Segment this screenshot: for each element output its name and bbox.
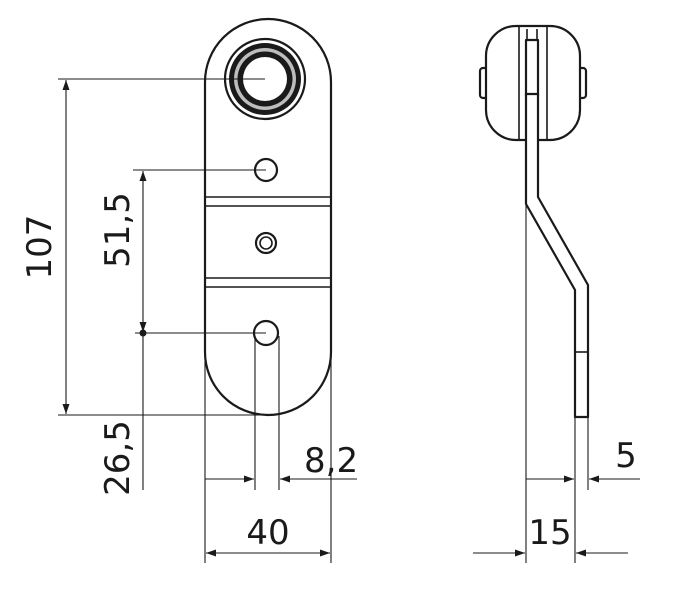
dim-label-bottom-hole-offset: 26,5	[98, 420, 138, 496]
dim-label-hole-spacing: 51,5	[98, 192, 138, 268]
side-bracket-strip	[524, 92, 590, 419]
dim-label-overall-height: 107	[20, 215, 60, 280]
front-dimensions: 107 51,5 26,5 8,2 40	[20, 78, 358, 563]
front-view	[203, 17, 333, 417]
dim-label-side-depth: 15	[528, 513, 571, 553]
dim-label-plate-width: 40	[246, 513, 289, 553]
center-countersunk-hole	[254, 231, 278, 255]
side-dimensions: 5 15	[473, 204, 640, 563]
dim-label-thickness: 5	[615, 436, 637, 476]
side-view	[478, 24, 590, 419]
